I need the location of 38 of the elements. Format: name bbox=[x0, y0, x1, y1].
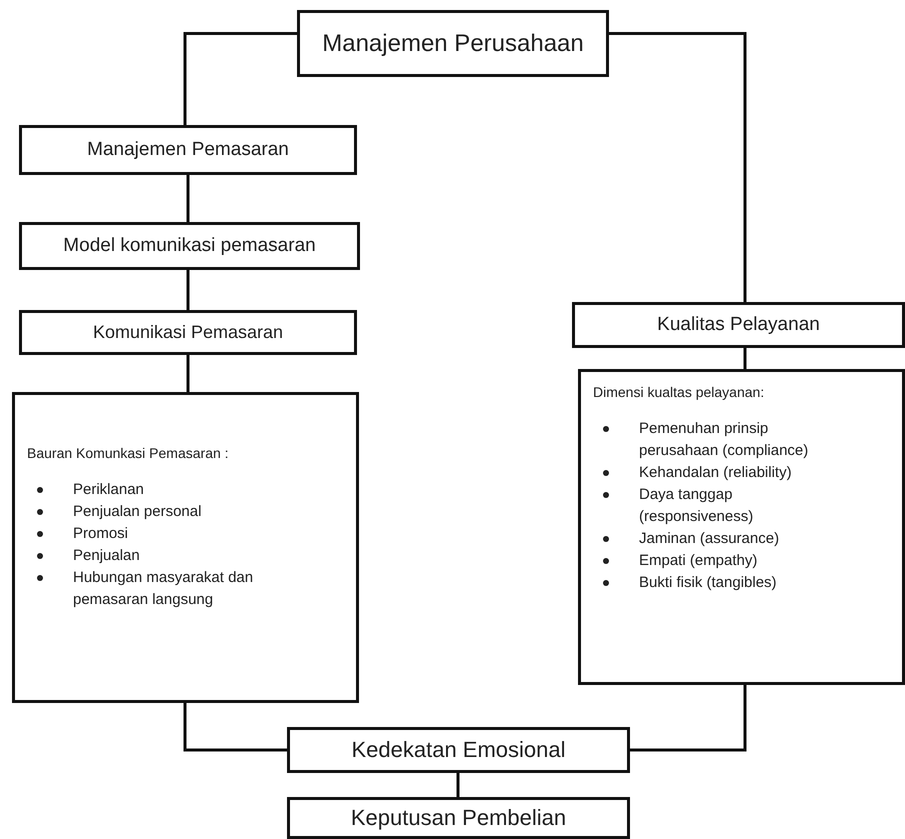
box-label: Keputusan Pembelian bbox=[350, 805, 566, 831]
box-label: Kualitas Pelayanan bbox=[657, 314, 820, 336]
list-item: Daya tanggap (responsiveness) bbox=[639, 485, 754, 527]
box-label: Manajemen Pemasaran bbox=[87, 139, 289, 161]
connector-line bbox=[184, 32, 297, 125]
list-box bbox=[578, 369, 905, 685]
box-label: Model komunikasi pemasaran bbox=[63, 235, 316, 257]
process-box bbox=[19, 310, 357, 355]
connector-line bbox=[186, 175, 190, 222]
box-label: Manajemen Perusahaan bbox=[322, 30, 584, 58]
list-item: Penjualan personal bbox=[73, 502, 202, 522]
connector-line bbox=[456, 773, 460, 797]
list-item: Periklanan bbox=[73, 480, 145, 500]
list-item: Bukti fisik (tangibles) bbox=[639, 573, 778, 593]
process-box bbox=[287, 797, 630, 839]
list-item: Promosi bbox=[73, 524, 130, 544]
connector-line bbox=[630, 685, 746, 752]
connector-line bbox=[609, 32, 746, 302]
list-heading: Dimensi kualtas pelayanan: bbox=[593, 384, 766, 400]
list-item: Empati (empathy) bbox=[639, 551, 758, 571]
connector-line bbox=[744, 348, 746, 369]
list-box bbox=[12, 392, 359, 703]
process-box bbox=[297, 10, 609, 77]
process-box bbox=[287, 727, 630, 773]
list-item: Penjualan bbox=[73, 546, 141, 566]
list-item: Hubungan masyarakat dan pemasaran langsung bbox=[73, 568, 254, 610]
list-item: Jaminan (assurance) bbox=[639, 529, 780, 549]
connector-line bbox=[186, 270, 190, 310]
list-heading: Bauran Komunkasi Pemasaran : bbox=[27, 445, 230, 461]
process-box bbox=[19, 222, 360, 270]
connector-line bbox=[186, 355, 190, 392]
list-item: Kehandalan (reliability) bbox=[639, 463, 793, 483]
box-label: Komunikasi Pemasaran bbox=[92, 322, 284, 343]
list-item: Pemenuhan prinsip perusahaan (compliance) bbox=[639, 419, 810, 461]
connector-line bbox=[184, 703, 287, 752]
box-label: Kedekatan Emosional bbox=[351, 737, 566, 763]
process-box bbox=[572, 302, 905, 348]
process-box bbox=[19, 125, 357, 175]
